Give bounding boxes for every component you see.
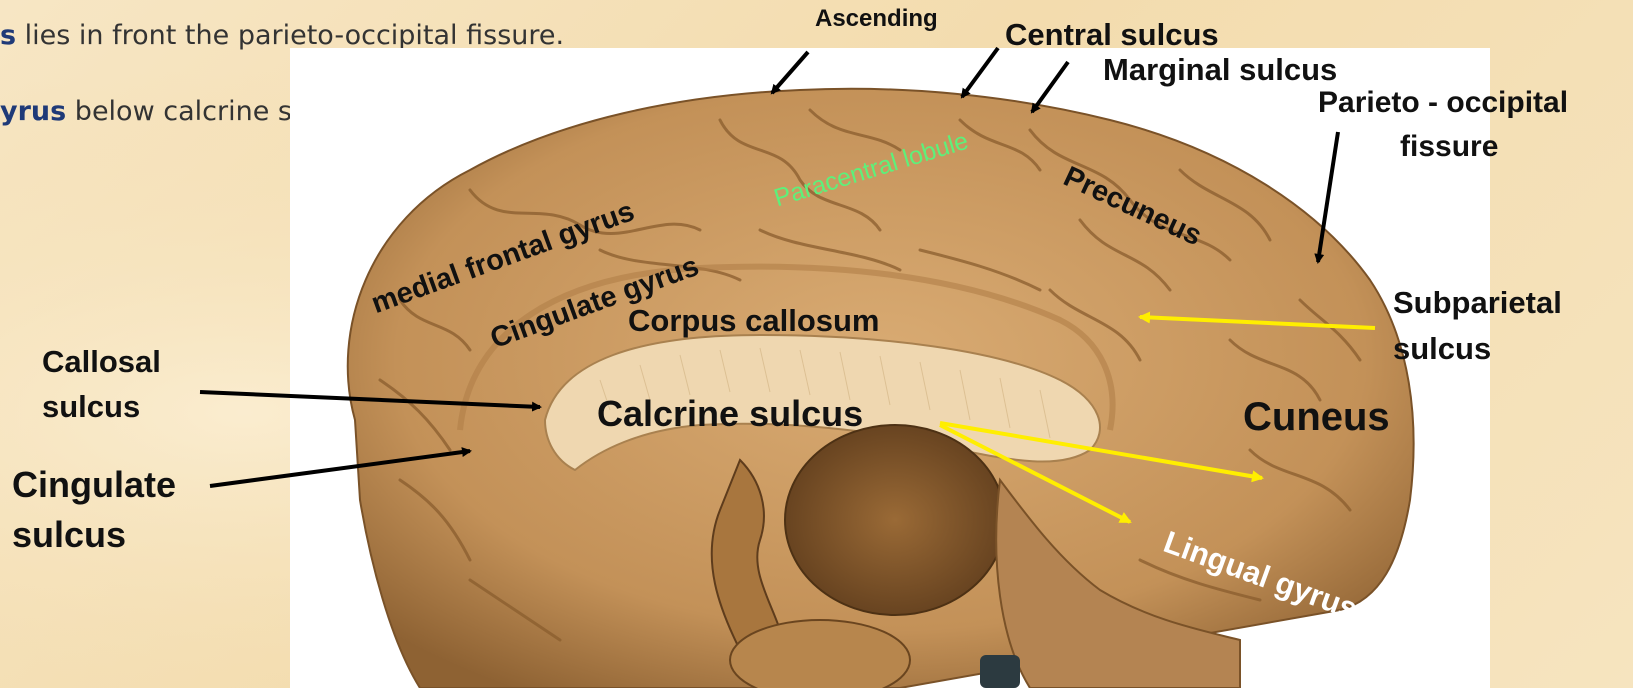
label-fissure: fissure	[1400, 130, 1498, 163]
ascending-arrow	[772, 52, 808, 93]
label-marginal-sulcus: Marginal sulcus	[1103, 53, 1337, 87]
label-callosal: Callosal	[42, 345, 161, 379]
central-sulcus-arrow	[962, 48, 998, 97]
label-cuneus: Cuneus	[1243, 395, 1390, 439]
label-cingulate: Cingulate	[12, 465, 176, 505]
label-corpus-callosum: Corpus callosum	[628, 304, 880, 338]
label-subparietal: Subparietal	[1393, 286, 1562, 320]
vessel	[980, 655, 1020, 688]
label-ascending: Ascending	[815, 6, 938, 32]
thalamus	[785, 425, 1005, 615]
label-central-sulcus: Central sulcus	[1005, 18, 1219, 52]
marginal-sulcus-arrow	[1032, 62, 1068, 112]
label-parieto-occipital: Parieto - occipital	[1318, 86, 1568, 119]
label-cingulate-sulcus: sulcus	[12, 515, 126, 555]
label-callosal-sulcus: sulcus	[42, 390, 140, 424]
label-calcrine-sulcus: Calcrine sulcus	[597, 394, 863, 434]
label-subparietal-sulcus: sulcus	[1393, 332, 1491, 366]
